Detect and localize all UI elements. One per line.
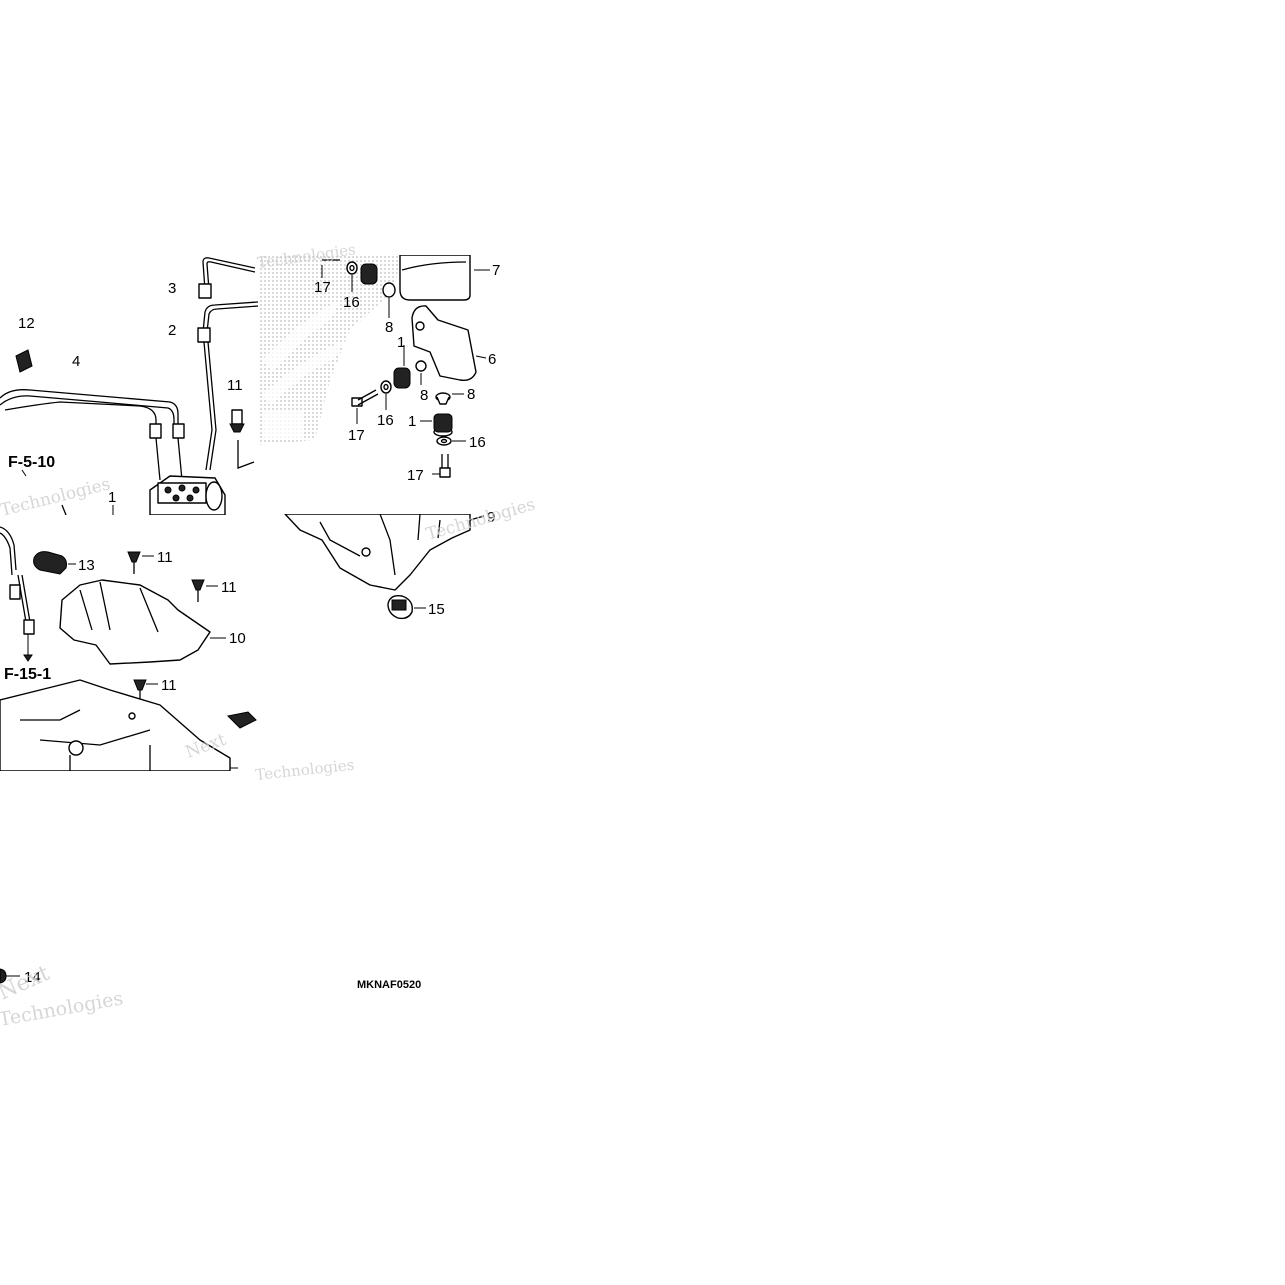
tile-under-tray: [284, 514, 485, 620]
brake-pipe-3: [202, 257, 256, 291]
drawing-code: MKNAF0520: [357, 979, 421, 991]
callout-16: 16: [377, 412, 394, 429]
watermark-text: Technologies: [255, 756, 356, 784]
callout-7: 7: [492, 262, 500, 279]
rubber-damper-1c: [433, 413, 453, 437]
callout-8: 8: [420, 387, 428, 404]
pipe-fitting: [198, 283, 212, 299]
brake-pipe-2: [202, 301, 258, 333]
brake-pipe-4: [0, 389, 179, 430]
callout-1: 1: [397, 334, 405, 351]
rubber-damper-1b: [393, 367, 411, 389]
callout-16: 16: [469, 434, 486, 451]
clip-11b: [191, 579, 205, 602]
callout-3: 3: [168, 280, 176, 297]
watermark-text: Technologies: [0, 474, 112, 521]
clamp-15: [387, 594, 413, 620]
callout-4: 4: [72, 353, 80, 370]
part-14-fragment: [0, 968, 20, 984]
callout-9: 9: [487, 509, 495, 526]
callout-8: 8: [467, 386, 475, 403]
collar-8b: [415, 360, 427, 372]
callout-11: 11: [161, 677, 177, 694]
watermark-text: Technologies: [424, 495, 538, 545]
callout-17: 17: [314, 279, 331, 296]
callout-labels: 1 1 1 2 3 4 6 7 8 8 8 9 10 11 11 11 11 1…: [18, 262, 500, 986]
bolt-17b: [351, 389, 379, 407]
cover-10: [59, 579, 211, 665]
callout-1: 1: [108, 489, 116, 506]
callout-12: 12: [18, 315, 35, 332]
washer-16b: [380, 380, 392, 394]
callout-11: 11: [221, 579, 237, 596]
cable-clip: [226, 711, 257, 729]
pipe-clamp-12: [15, 349, 33, 373]
abs-modulator: [149, 475, 226, 515]
callout-13: 13: [78, 557, 95, 574]
callout-6: 6: [488, 351, 496, 368]
collar-8c: [435, 392, 451, 405]
callout-16: 16: [343, 294, 360, 311]
washer-16a: [346, 261, 358, 275]
grommet-13: [33, 551, 67, 575]
bolt-11: [229, 409, 245, 433]
callout-8: 8: [385, 319, 393, 336]
callout-17: 17: [348, 427, 365, 444]
tile-battery-mount: [258, 255, 490, 478]
reference-f-15-1: F-15-1: [4, 666, 51, 683]
collar-8a: [382, 282, 396, 298]
callout-1: 1: [408, 413, 416, 430]
watermark-text: Next: [0, 961, 53, 1006]
callout-11: 11: [157, 549, 173, 566]
callout-14: 14: [24, 969, 41, 986]
tile-covers-tray: [0, 526, 257, 771]
callout-11: 11: [227, 377, 243, 394]
clip-11a: [127, 551, 141, 574]
bracket-6: [411, 305, 477, 382]
tile-brake-pipes: [0, 257, 258, 515]
lower-tray: [284, 514, 471, 591]
callout-10: 10: [229, 630, 246, 647]
callout-15: 15: [428, 601, 445, 618]
bolt-17c: [439, 454, 451, 478]
battery-tray: [0, 679, 231, 771]
emblem-watermark: [262, 300, 345, 438]
callout-17: 17: [407, 467, 424, 484]
clip-11c: [133, 679, 147, 702]
reference-f-5-10: F-5-10: [8, 454, 55, 471]
washer-16c: [436, 436, 452, 446]
callout-2: 2: [168, 322, 176, 339]
rubber-damper-1a: [360, 263, 378, 285]
